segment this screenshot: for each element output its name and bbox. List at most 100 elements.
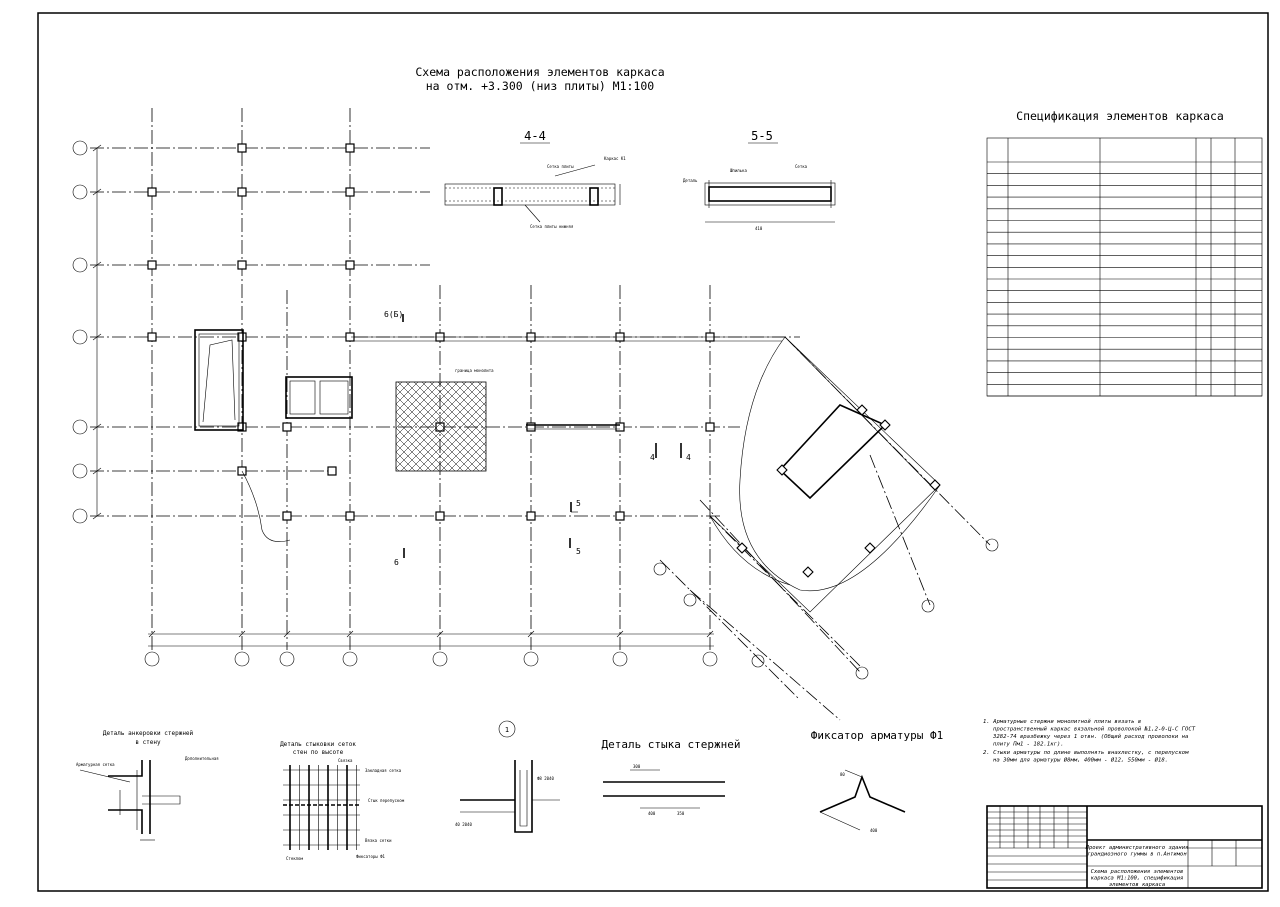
grid-bubble	[72, 508, 88, 524]
detail-mesh-title-2: стен по высоте	[293, 749, 344, 756]
section-4-4: Сетка плиты Сетка плиты нижняя Каркас К1	[444, 156, 626, 229]
svg-text:Деталь: Деталь	[683, 178, 698, 183]
grid-bubble	[683, 593, 697, 607]
dim-tick	[706, 630, 714, 638]
notes: 1. Арматурные стержни монолитной плиты в…	[983, 719, 1196, 764]
section-4-4-title: 4-4	[524, 129, 546, 143]
spec-table	[986, 137, 1263, 397]
dim-tick	[92, 467, 102, 475]
column	[237, 143, 247, 153]
shaft-note: граница монолита	[455, 368, 494, 373]
section-5-5-title: 5-5	[751, 129, 773, 143]
column	[147, 332, 157, 342]
rotated-axis-line	[869, 454, 931, 606]
note-text: 2. Стыки арматуры по длине выполнять вна…	[983, 750, 1189, 764]
svg-text:400: 400	[870, 828, 878, 833]
column	[776, 464, 788, 476]
dim-tick	[238, 630, 246, 638]
svg-text:400: 400	[648, 811, 656, 816]
grid-bubble	[702, 651, 718, 667]
column	[736, 542, 748, 554]
dim-tick	[148, 630, 156, 638]
dim-tick	[92, 188, 102, 196]
dim-tick	[527, 630, 535, 638]
grid-bubble	[72, 140, 88, 156]
detail-node-1: 1 40 2040 Ф8 2040	[455, 720, 560, 833]
mesh-label: Стык перепуском	[368, 798, 405, 803]
section-5-5: Шпилька Деталь Сетка 410	[683, 164, 836, 231]
svg-text:5: 5	[576, 547, 581, 556]
detail-joint-title: Деталь стыка стержней	[601, 738, 740, 751]
dim-tick	[436, 630, 444, 638]
grid-bubble	[342, 651, 358, 667]
svg-text:40 2040: 40 2040	[455, 822, 472, 827]
column	[526, 422, 536, 432]
column	[237, 422, 247, 432]
grid-bubble	[72, 419, 88, 435]
column	[615, 511, 625, 521]
dim-tick	[92, 144, 102, 152]
column	[282, 511, 292, 521]
svg-text:Ф8 2040: Ф8 2040	[537, 776, 554, 781]
column	[147, 260, 157, 270]
column	[282, 422, 292, 432]
detail-fixer: 80 400	[819, 769, 906, 833]
detail-mesh-title-1: Деталь стыковки сеток	[280, 741, 356, 748]
section-marks: 6(Б) 6 5 5 4 4	[384, 310, 691, 567]
dim-tick	[283, 630, 291, 638]
grid-bubble	[72, 329, 88, 345]
rotated-axis-line	[689, 589, 841, 721]
grid-bubble	[523, 651, 539, 667]
detail-fixer-title: Фиксатор арматуры Ф1	[811, 729, 943, 742]
mesh-label: Вязка сетки	[365, 838, 392, 843]
svg-text:Сетка: Сетка	[795, 164, 808, 169]
rotated-axis-line	[784, 336, 991, 546]
grid-bubble	[432, 651, 448, 667]
svg-text:Каркас К1: Каркас К1	[604, 156, 626, 161]
column	[147, 187, 157, 197]
rotated-axis-line	[659, 559, 801, 701]
svg-text:1: 1	[505, 726, 509, 734]
svg-text:5: 5	[576, 499, 581, 508]
note-text: 1. Арматурные стержни монолитной плиты в…	[983, 719, 1196, 748]
detail-anchor-title: Деталь анкеровки стержней	[103, 730, 194, 737]
svg-text:6: 6	[394, 558, 399, 567]
column	[345, 143, 355, 153]
rotated-axis-line	[709, 515, 861, 667]
drawing-title-line2: на отм. +3.300 (низ плиты) М1:100	[426, 79, 655, 93]
rotated-axis-line	[699, 499, 861, 673]
column	[345, 511, 355, 521]
grid-bubble	[234, 651, 250, 667]
wing-arc-inner	[709, 515, 791, 586]
dim-tick	[92, 261, 102, 269]
svg-text:4: 4	[686, 453, 691, 462]
detail-joint: 300 400 350	[603, 764, 725, 816]
column	[435, 511, 445, 521]
monolith-walls	[194, 329, 785, 431]
dim-tick	[92, 423, 102, 431]
svg-text:Сетка плиты: Сетка плиты	[547, 164, 574, 169]
svg-text:Арматурная сетка: Арматурная сетка	[76, 762, 115, 767]
elevator-shaft	[395, 381, 487, 472]
wing-outline	[709, 336, 941, 613]
grid-bubble	[921, 599, 935, 613]
column	[615, 422, 625, 432]
rotated-wing	[653, 336, 999, 721]
grid-bubble	[855, 666, 869, 680]
grid-bubble	[72, 257, 88, 273]
svg-text:4: 4	[650, 453, 655, 462]
svg-text:350: 350	[677, 811, 685, 816]
mesh-label: Закладная сетка	[365, 768, 402, 773]
dim-tick	[92, 512, 102, 520]
wing-arc	[739, 336, 941, 592]
grid-bubble	[612, 651, 628, 667]
column	[327, 466, 337, 476]
grid-bubble	[279, 651, 295, 667]
mesh-label: Стеклом	[286, 856, 303, 861]
column	[864, 542, 876, 554]
detail-anchor: Арматурная сетка Дополнительная	[76, 756, 219, 841]
grid-bubble	[985, 538, 999, 552]
